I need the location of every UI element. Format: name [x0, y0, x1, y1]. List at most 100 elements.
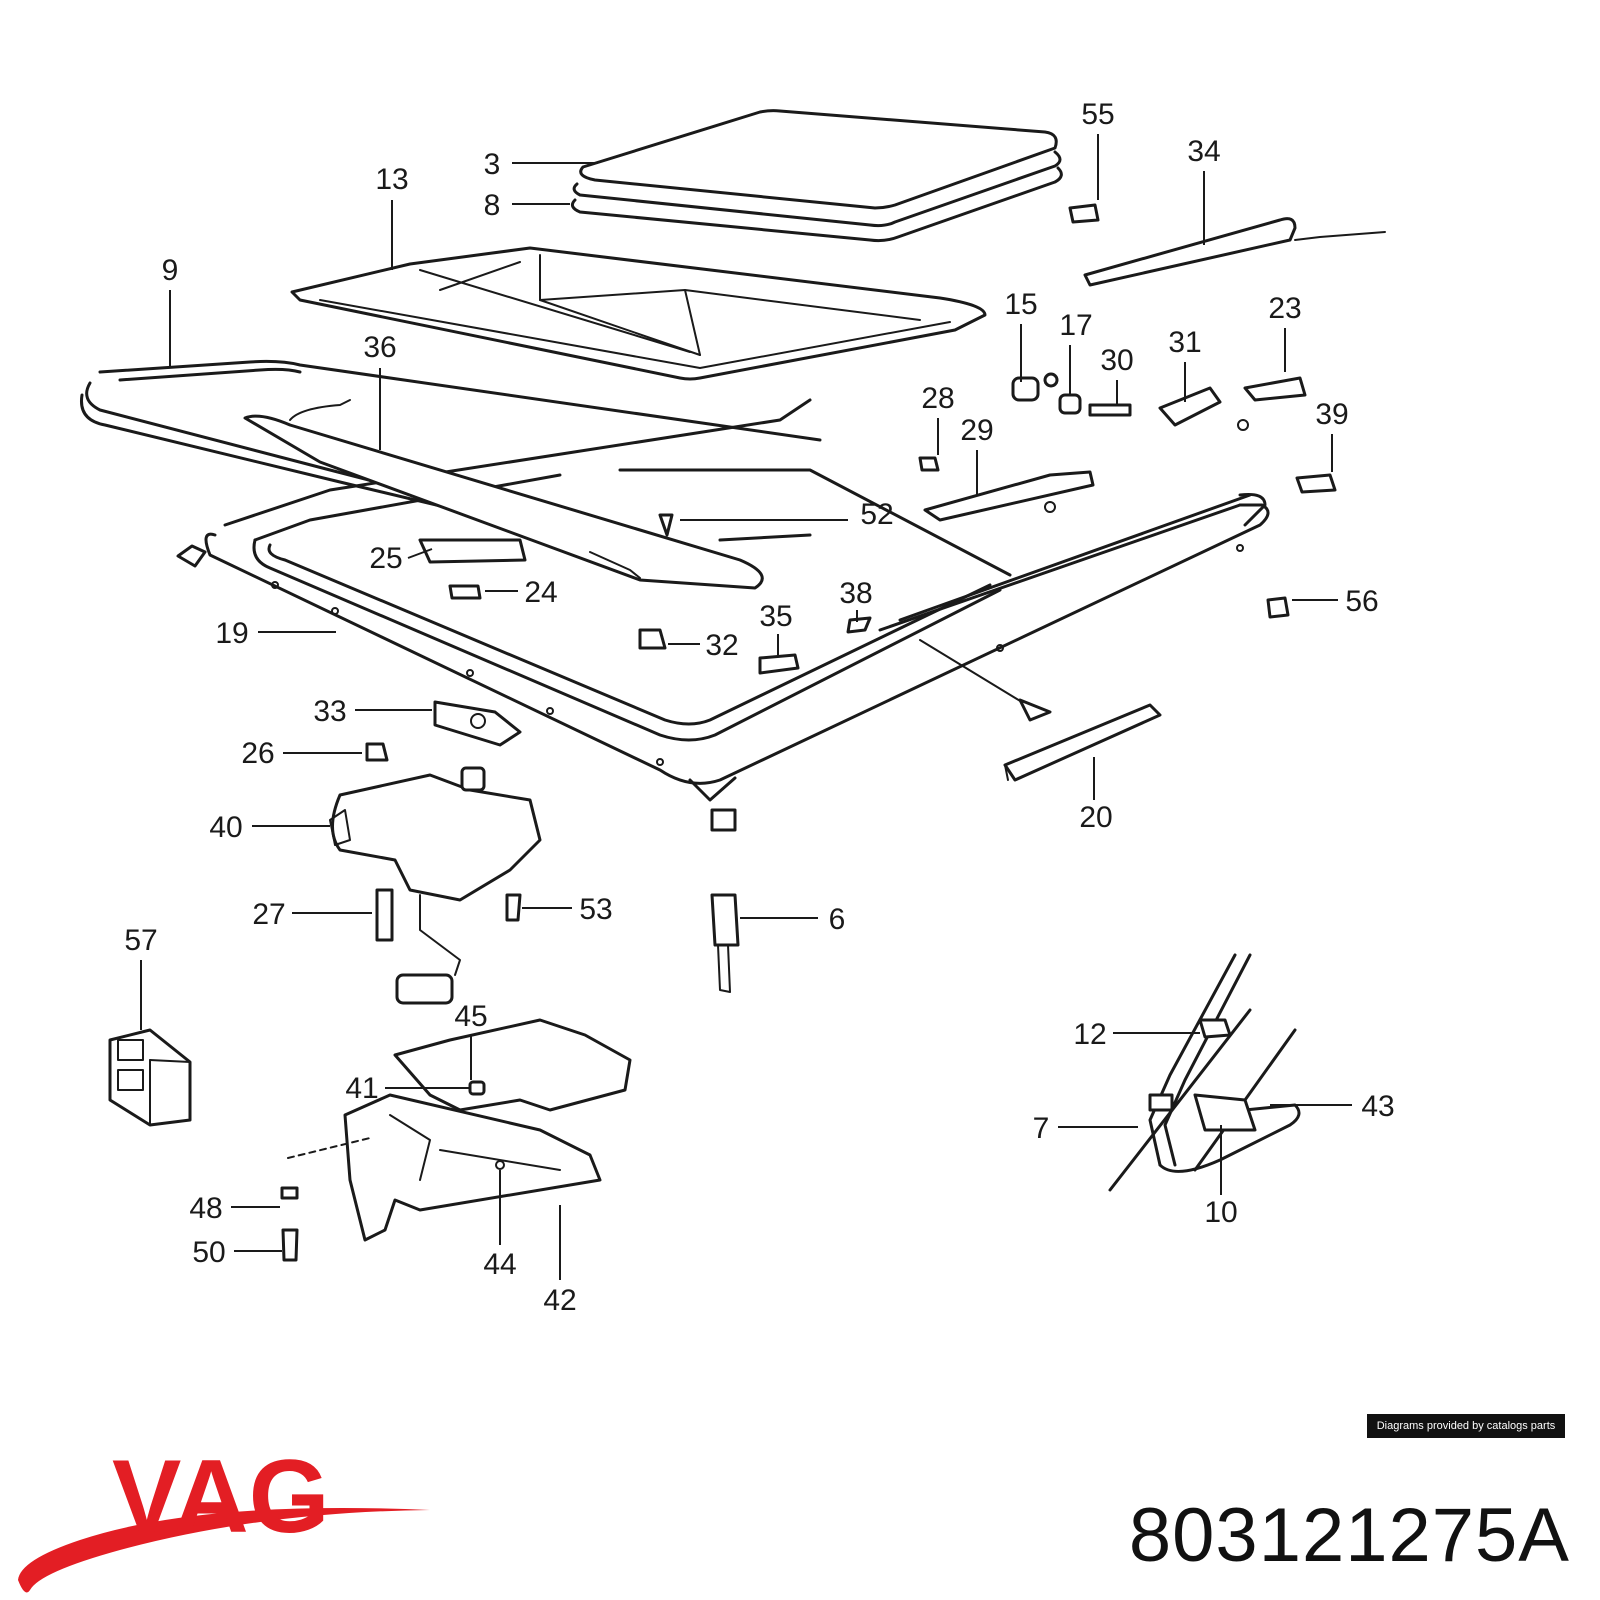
callout-30: 30: [1100, 344, 1134, 405]
callout-label: 29: [960, 414, 993, 447]
callout-label: 15: [1004, 288, 1037, 321]
diagram-credit-badge: Diagrams provided by catalogs parts: [1367, 1414, 1565, 1438]
callout-20: 20: [1079, 757, 1113, 834]
callout-57: 57: [124, 924, 158, 1030]
seal-ring-part: [79, 359, 822, 557]
callout-label: 44: [483, 1248, 516, 1281]
callout-label: 39: [1315, 398, 1348, 431]
drain-hose-part: [710, 808, 740, 993]
callout-8: 8: [484, 189, 570, 222]
callout-55: 55: [1081, 98, 1115, 200]
callout-29: 29: [960, 414, 994, 495]
relay-part: [108, 1028, 192, 1127]
callout-31: 31: [1168, 326, 1202, 402]
callout-label: 43: [1361, 1090, 1394, 1123]
callout-6: 6: [740, 903, 845, 936]
vag-logo: VAG: [18, 1440, 430, 1593]
callout-39: 39: [1315, 398, 1349, 472]
callout-label: 40: [209, 811, 242, 844]
callout-33: 33: [313, 695, 432, 728]
callout-label: 20: [1079, 801, 1112, 834]
callout-label: 55: [1081, 98, 1114, 131]
callout-label: 31: [1168, 326, 1201, 359]
callout-7: 7: [1033, 1112, 1138, 1145]
callout-26: 26: [241, 737, 362, 770]
callout-53: 53: [522, 893, 613, 926]
callout-38: 38: [839, 577, 873, 622]
callout-24: 24: [485, 576, 558, 609]
callout-42: 42: [543, 1205, 577, 1317]
callout-label: 10: [1204, 1196, 1237, 1229]
callout-label: 19: [215, 617, 248, 650]
callout-27: 27: [252, 898, 372, 931]
callout-44: 44: [483, 1170, 517, 1281]
bracket-part: [365, 700, 522, 762]
small-hardware-part: [418, 203, 1337, 675]
callout-45: 45: [454, 1000, 488, 1080]
callout-label: 35: [759, 600, 792, 633]
callout-34: 34: [1187, 135, 1221, 245]
callout-32: 32: [668, 629, 739, 662]
callout-48: 48: [189, 1192, 280, 1225]
trim-strip-part: [919, 639, 1162, 782]
callout-17: 17: [1059, 309, 1093, 395]
callout-label: 30: [1100, 344, 1133, 377]
callout-19: 19: [215, 617, 336, 650]
callout-label: 38: [839, 577, 872, 610]
callout-label: 41: [345, 1072, 378, 1105]
callout-label: 25: [369, 542, 402, 575]
callout-13: 13: [375, 163, 409, 270]
callout-label: 9: [162, 254, 179, 287]
callout-40: 40: [209, 811, 330, 844]
callout-23: 23: [1268, 292, 1302, 372]
guide-rail-part: [243, 399, 764, 590]
callout-10: 10: [1204, 1125, 1238, 1229]
logo-wordmark: VAG: [112, 1440, 330, 1555]
callout-28: 28: [921, 382, 955, 455]
callout-56: 56: [1292, 585, 1379, 618]
callout-43: 43: [1270, 1090, 1395, 1123]
motor-part: [329, 766, 542, 1005]
callout-50: 50: [192, 1236, 282, 1269]
callout-12: 12: [1073, 1018, 1200, 1051]
mount-tray-part: [280, 1018, 632, 1262]
callout-label: 57: [124, 924, 157, 957]
callout-label: 24: [524, 576, 557, 609]
callout-label: 48: [189, 1192, 222, 1225]
callout-3: 3: [484, 148, 598, 181]
callout-label: 56: [1345, 585, 1378, 618]
callout-label: 52: [860, 498, 893, 531]
glass-panel-part: [570, 109, 1063, 243]
callout-label: 26: [241, 737, 274, 770]
part-number: 803121275A: [1128, 1493, 1570, 1578]
callout-41: 41: [345, 1072, 470, 1105]
callout-label: 45: [454, 1000, 487, 1033]
callout-label: 12: [1073, 1018, 1106, 1051]
logo-swoosh: [18, 1508, 430, 1593]
callout-label: 7: [1033, 1112, 1050, 1145]
callout-label: 13: [375, 163, 408, 196]
callout-52: 52: [680, 498, 894, 531]
roof-frame-part: [176, 398, 1270, 802]
callout-label: 50: [192, 1236, 225, 1269]
callout-label: 23: [1268, 292, 1301, 325]
callout-label: 6: [829, 903, 846, 936]
callout-15: 15: [1004, 288, 1038, 382]
hose-routing-part: [1108, 953, 1301, 1192]
callout-35: 35: [759, 600, 793, 655]
callout-label: 42: [543, 1284, 576, 1317]
callout-9: 9: [162, 254, 179, 368]
callout-label: 3: [484, 148, 501, 181]
callout-label: 8: [484, 189, 501, 222]
callout-label: 33: [313, 695, 346, 728]
callout-label: 34: [1187, 135, 1220, 168]
sunshade-frame-part: [290, 246, 987, 381]
callout-label: 27: [252, 898, 285, 931]
callout-label: 36: [363, 331, 396, 364]
callout-label: 53: [579, 893, 612, 926]
callout-36: 36: [363, 331, 397, 450]
rear-guide-bar-part: [1083, 217, 1386, 287]
callout-label: 28: [921, 382, 954, 415]
callout-25: 25: [369, 542, 433, 575]
